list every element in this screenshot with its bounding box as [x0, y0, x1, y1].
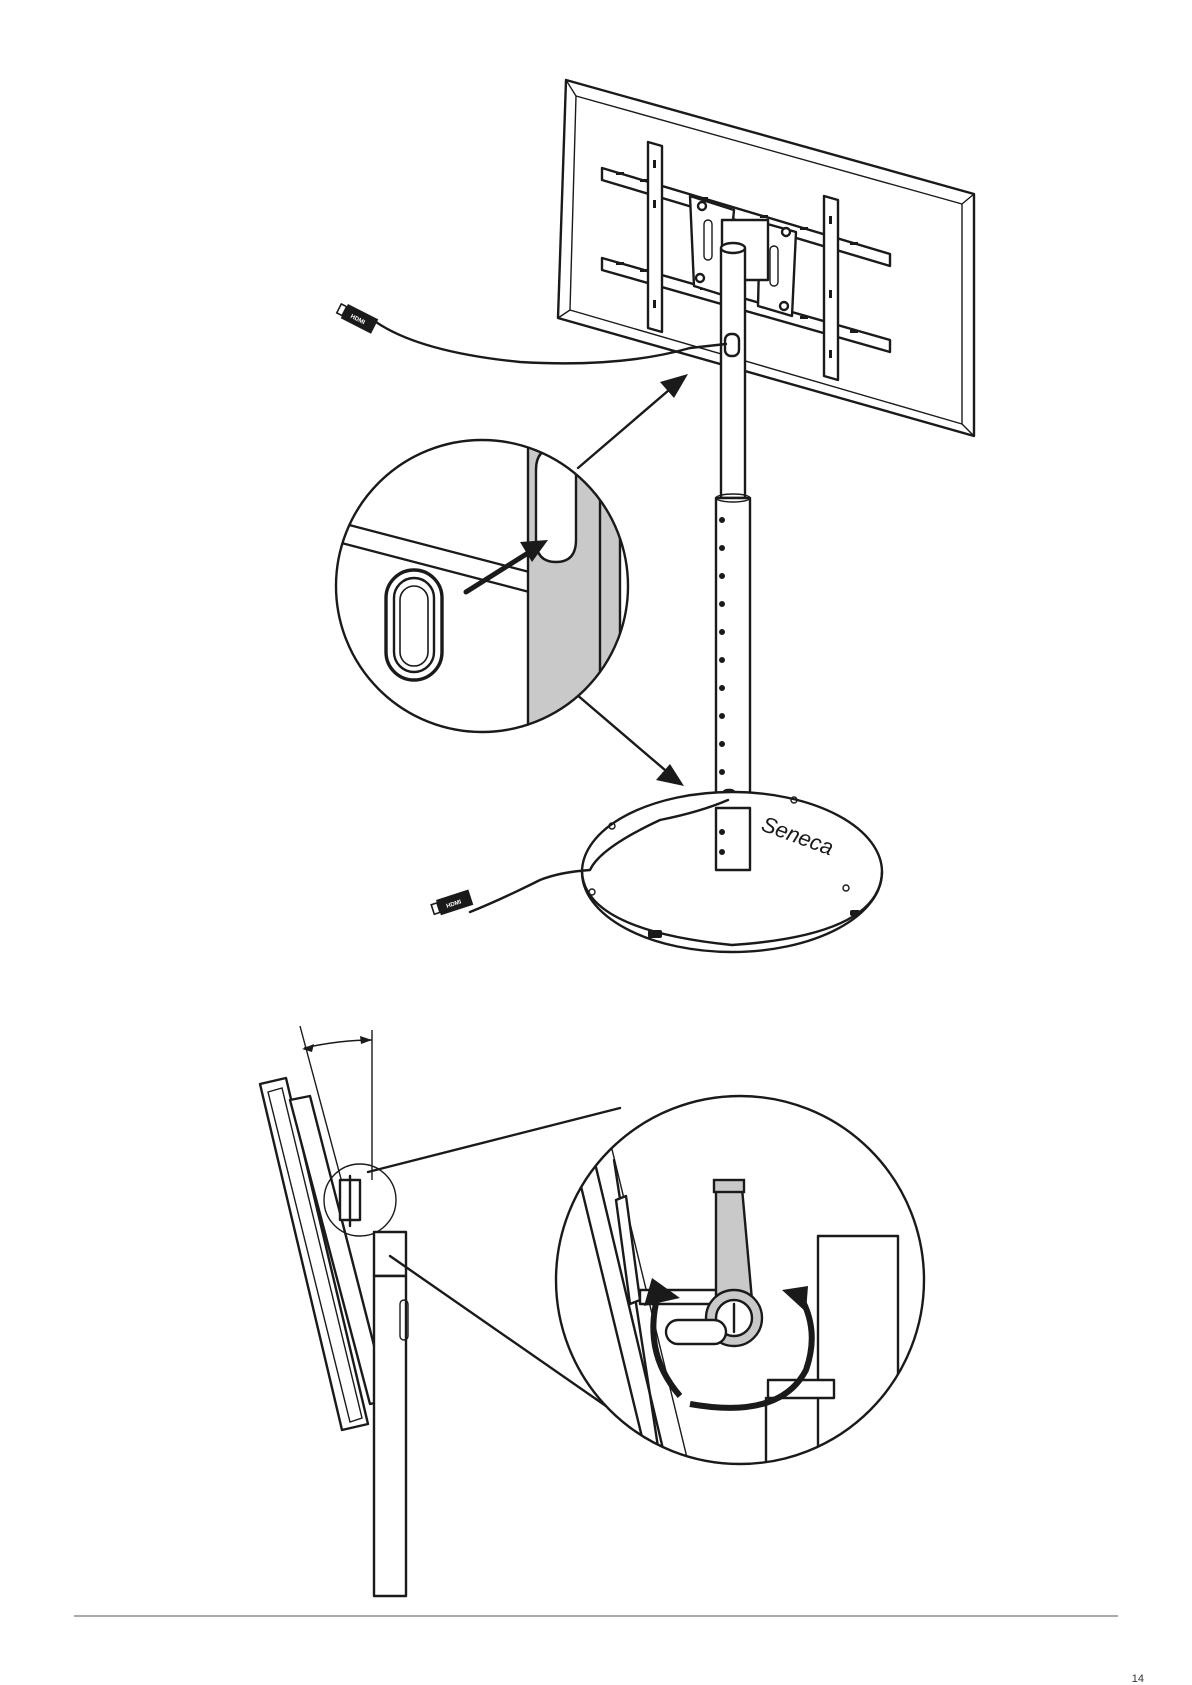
hdmi-connector-top: HDMI	[335, 301, 378, 333]
tv-side-view	[260, 1078, 388, 1430]
cable-grommet	[386, 570, 442, 680]
detail-magnifier	[330, 430, 628, 740]
bottom-figure	[260, 1026, 924, 1596]
tilt-detail-magnifier	[556, 1096, 924, 1476]
round-base: Seneca	[582, 792, 882, 952]
stand-pole	[716, 243, 750, 868]
top-figure: Seneca HDMI HDMI	[330, 80, 974, 952]
hdmi-connector-bottom: HDMI	[430, 889, 473, 917]
page-number: 14	[1132, 1673, 1144, 1685]
